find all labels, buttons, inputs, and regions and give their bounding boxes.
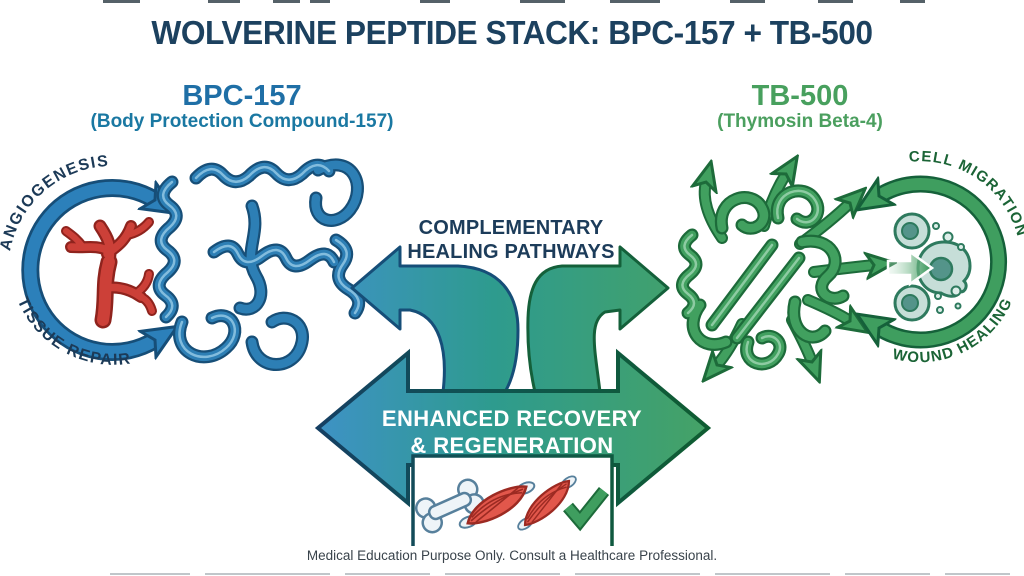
bottom-cell-nucleus	[901, 294, 919, 312]
check-icon	[563, 486, 610, 532]
migration-arrow-icon	[886, 249, 935, 287]
tb500-heading: TB-500	[751, 80, 849, 112]
muscle-icon	[517, 475, 577, 531]
bone-icon	[414, 478, 486, 534]
crossover-arrow-green	[526, 245, 670, 394]
big-cell-nucleus	[928, 256, 954, 282]
angiogenesis-cycle-arrow	[21, 179, 155, 361]
recovery-double-arrow	[314, 348, 712, 508]
cell-cluster	[886, 212, 972, 322]
recovery-label-line2: & REGENERATION	[410, 433, 614, 458]
pathways-label-line1: COMPLEMENTARY	[418, 217, 604, 239]
disclaimer-text: Medical Education Purpose Only. Consult …	[306, 548, 718, 563]
crossover-arrow-blue	[350, 245, 520, 394]
tb500-protein-ribbon	[676, 184, 850, 371]
recovery-label-line1: ENHANCED RECOVERY	[381, 406, 643, 431]
tb500-subheading: (Thymosin Beta-4)	[717, 111, 883, 132]
pathways-label: COMPLEMENTARY HEALING PATHWAYS	[361, 216, 661, 264]
cell-bubbles	[932, 222, 965, 314]
cell-migration-cycle-arrow	[879, 184, 1008, 340]
bpc157-protein-ribbon	[152, 158, 366, 371]
recovery-label: ENHANCED RECOVERY & REGENERATION	[337, 405, 687, 459]
top-cell-nucleus	[901, 222, 919, 240]
bpc157-subheading: (Body Protection Compound-157)	[90, 111, 394, 132]
muscle-icon	[458, 481, 536, 529]
blood-vessel-icon	[61, 217, 157, 329]
pathways-label-line2: HEALING PATHWAYS	[407, 241, 615, 263]
page-title: WOLVERINE PEPTIDE STACK: BPC-157 + TB-50…	[151, 14, 873, 51]
bpc157-heading: BPC-157	[182, 80, 302, 112]
